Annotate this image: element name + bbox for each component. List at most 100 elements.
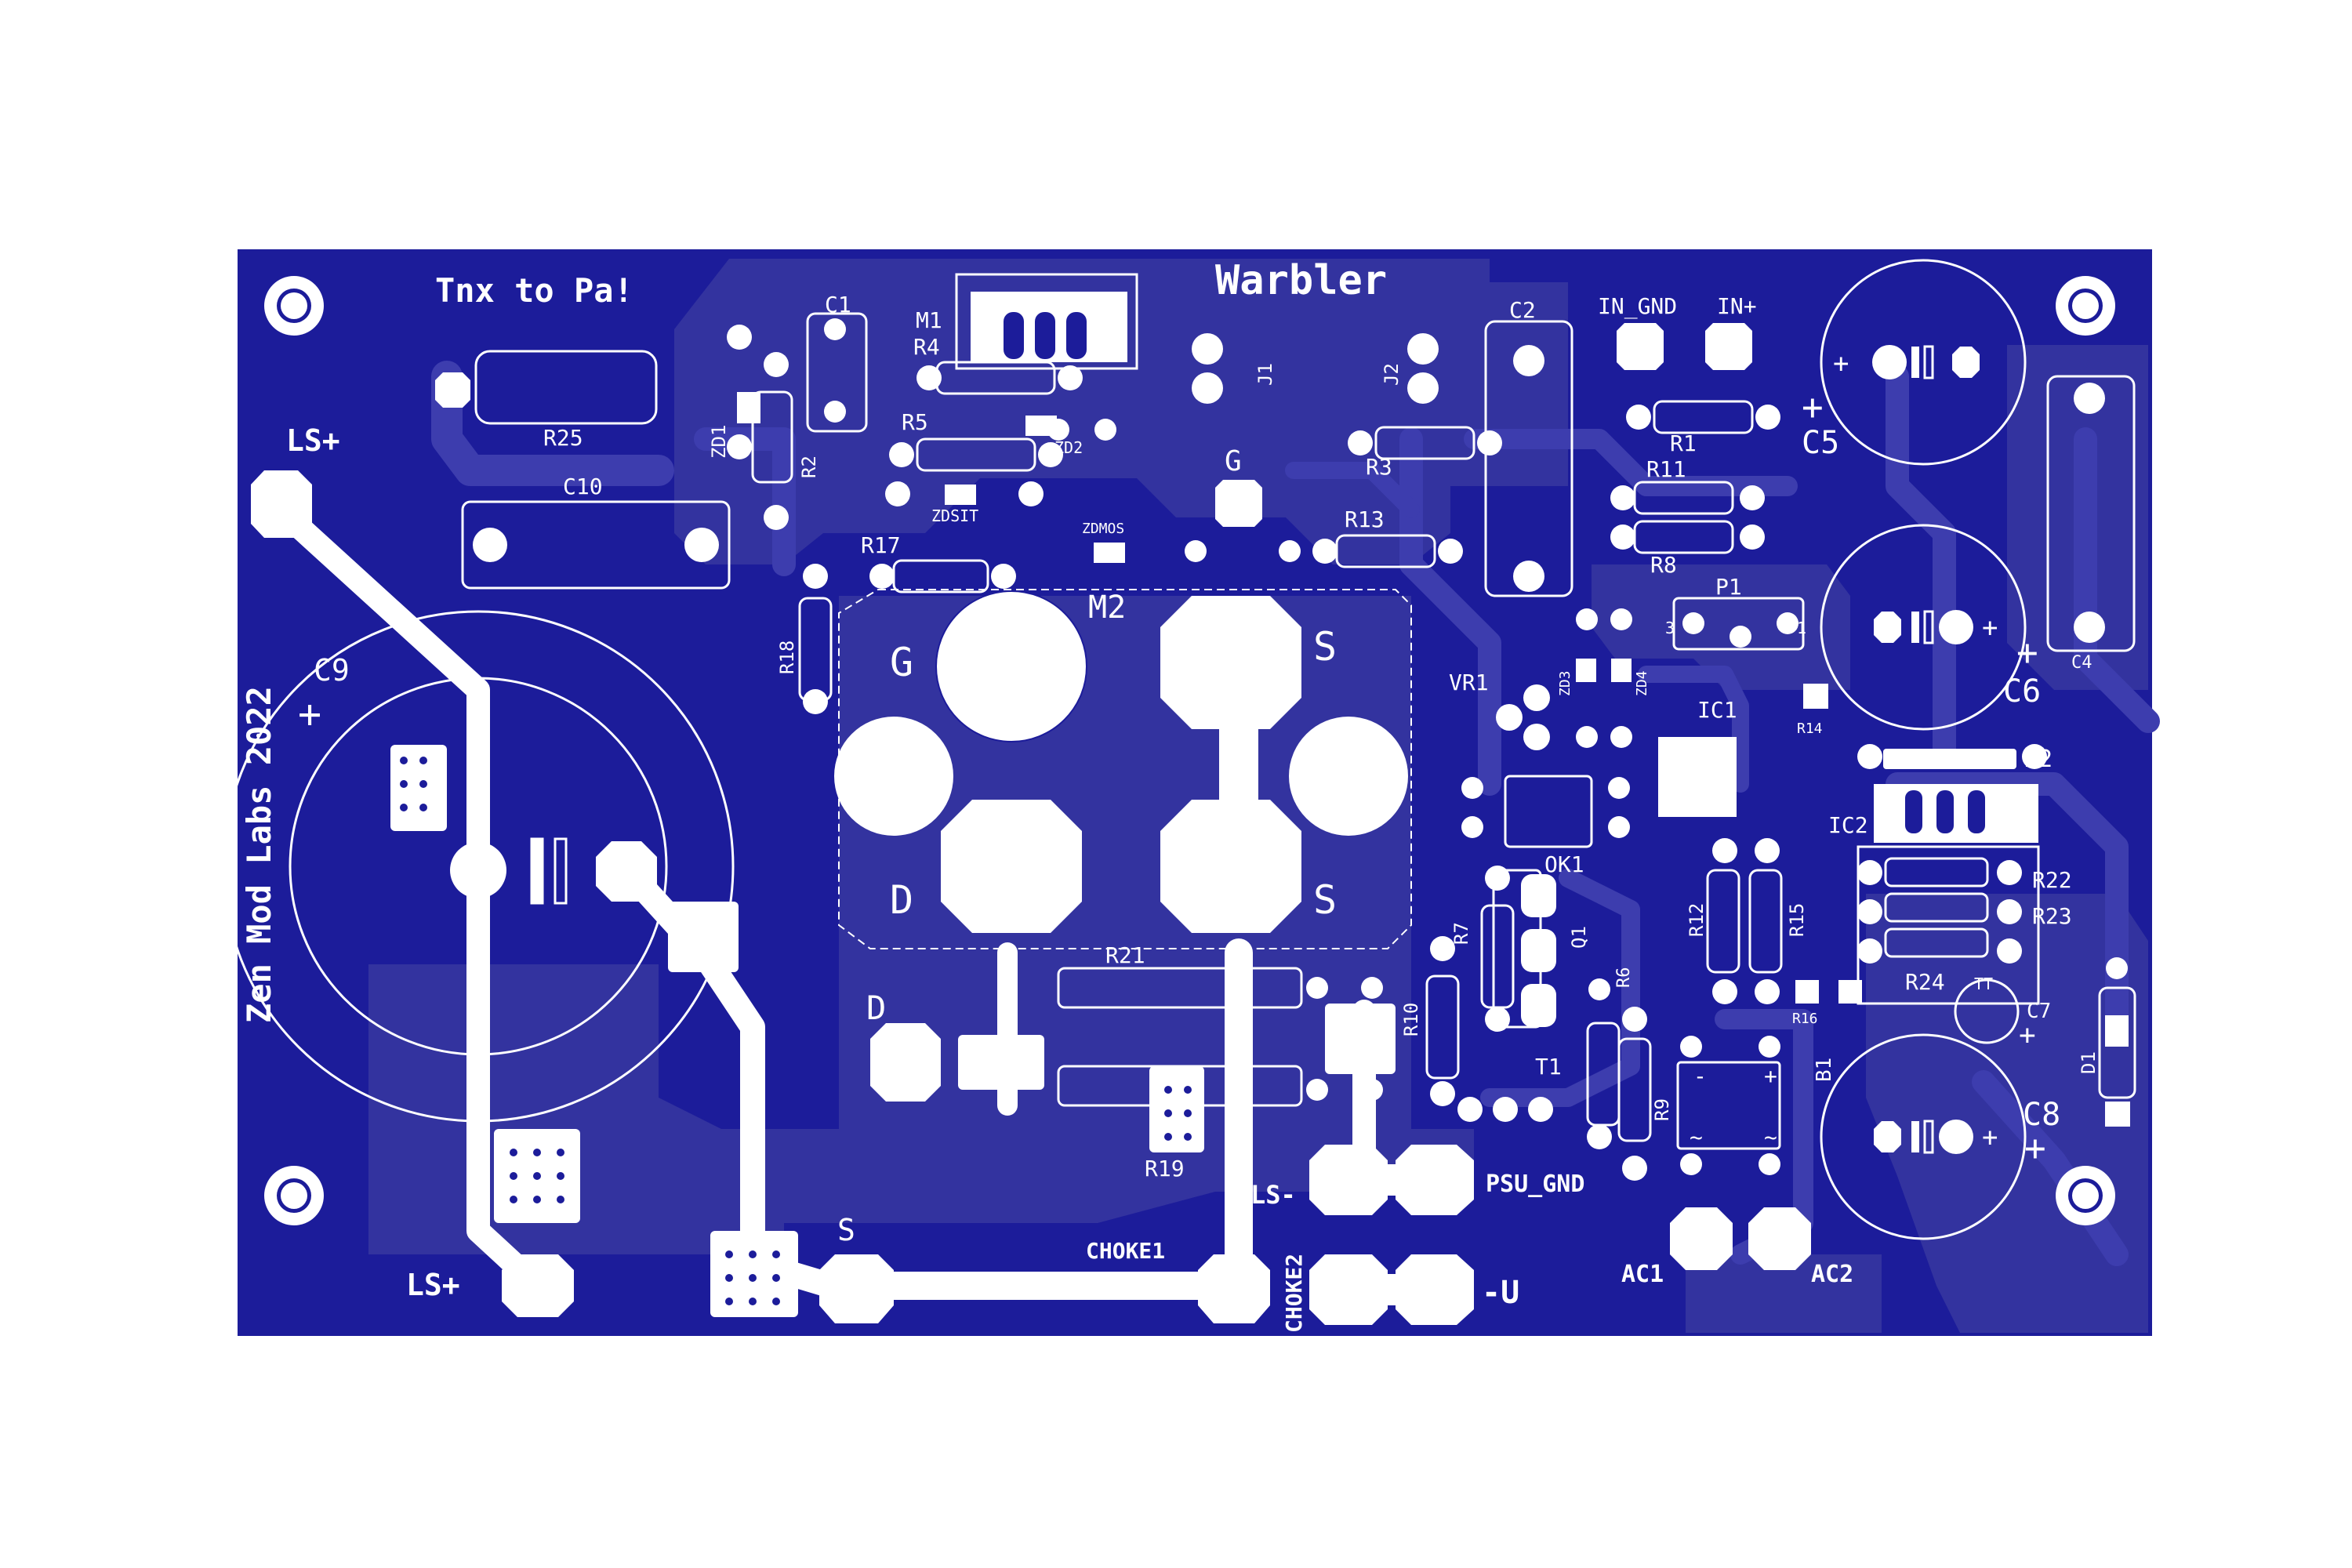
ref-c8-inner-plus: + bbox=[1982, 1122, 1998, 1153]
ref-r13: R13 bbox=[1345, 506, 1385, 532]
ref-r10: R10 bbox=[1400, 1003, 1422, 1036]
pad-in-gnd bbox=[1617, 323, 1664, 370]
pad-g bbox=[1215, 480, 1262, 527]
ref-b1: B1 bbox=[1813, 1058, 1836, 1082]
pad-ac2 bbox=[1748, 1207, 1811, 1270]
label-in-gnd: IN_GND bbox=[1598, 293, 1677, 320]
ref-t1: T1 bbox=[1535, 1054, 1562, 1080]
label-in-plus: IN+ bbox=[1717, 293, 1757, 319]
ref-c9-plus: + bbox=[298, 691, 321, 737]
ref-m2-d: D bbox=[890, 877, 913, 923]
ref-c2: C2 bbox=[1509, 297, 1536, 323]
label-ls-plus-bottom: LS+ bbox=[406, 1268, 460, 1302]
b1-minus: - bbox=[1693, 1063, 1707, 1089]
ref-ok1: OK1 bbox=[1544, 851, 1584, 877]
ref-r18: R18 bbox=[776, 641, 798, 674]
pad-ls-plus-bottom bbox=[502, 1254, 574, 1317]
thanks-text: Tnx to Pa! bbox=[435, 271, 633, 310]
ref-r14: R14 bbox=[1797, 720, 1823, 737]
ref-m2-g: G bbox=[890, 640, 913, 685]
ref-p1-pin3: 3 bbox=[1665, 619, 1675, 637]
small-pads bbox=[435, 318, 2130, 1181]
ref-r23: R23 bbox=[2032, 903, 2072, 929]
pad-d-small bbox=[870, 1023, 941, 1102]
ref-c6: C6 bbox=[2003, 673, 2041, 710]
ref-c6-plus: + bbox=[2016, 631, 2038, 673]
capacitors-electrolytic bbox=[1820, 259, 2027, 1240]
label-minus-u: -U bbox=[1482, 1275, 1519, 1311]
label-choke2: CHOKE2 bbox=[1281, 1254, 1307, 1333]
board-title: Warbler bbox=[1215, 257, 1387, 304]
label-ac1: AC1 bbox=[1621, 1261, 1664, 1288]
label-ls-minus: LS- bbox=[1250, 1180, 1296, 1210]
ref-c7-plus: + bbox=[2019, 1019, 2036, 1051]
ref-m2: M2 bbox=[1088, 590, 1126, 626]
ref-zd3: ZD3 bbox=[1557, 670, 1573, 696]
transistor-m1 bbox=[955, 273, 1138, 370]
pad-ls-minus-a bbox=[1309, 1145, 1388, 1215]
pad-choke1 bbox=[1198, 1254, 1270, 1323]
ref-r5: R5 bbox=[902, 409, 928, 435]
pad-choke2-b bbox=[1396, 1254, 1474, 1325]
ref-p1: P1 bbox=[1715, 574, 1742, 600]
ref-ic2: IC2 bbox=[1828, 812, 1868, 838]
b1-tilde-left: ~ bbox=[1690, 1124, 1703, 1150]
large-pads bbox=[251, 323, 1811, 1325]
ref-r15: R15 bbox=[1786, 903, 1808, 937]
ref-c1: C1 bbox=[825, 292, 851, 318]
ref-vr1: VR1 bbox=[1449, 670, 1489, 695]
ref-r16: R16 bbox=[1792, 1011, 1818, 1027]
diode-symbols bbox=[737, 392, 2129, 1047]
pad-ls-plus-top bbox=[251, 470, 312, 538]
ref-c6-inner-plus: + bbox=[1982, 612, 1998, 644]
ref-r22: R22 bbox=[2032, 867, 2072, 893]
ref-r19: R19 bbox=[1145, 1156, 1185, 1181]
label-d-pad: D bbox=[866, 989, 886, 1027]
ref-c7: C7 bbox=[2027, 1000, 2051, 1023]
mounting-holes bbox=[264, 276, 2115, 1225]
ref-r1: R1 bbox=[1670, 430, 1697, 456]
ref-c5: C5 bbox=[1802, 425, 1839, 461]
ref-c5-plus: + bbox=[1802, 386, 1824, 428]
maker-text: Zen Mod Labs 2022 bbox=[240, 686, 278, 1023]
ref-c10: C10 bbox=[563, 474, 603, 499]
ref-zdsit: ZDSIT bbox=[931, 506, 978, 525]
ref-m2-s2: S bbox=[1313, 877, 1337, 923]
ref-r9: R9 bbox=[1651, 1098, 1673, 1121]
ref-r4: R4 bbox=[913, 334, 940, 360]
ref-r24: R24 bbox=[1905, 969, 1945, 995]
pad-ac1 bbox=[1670, 1207, 1733, 1270]
pad-choke2-a bbox=[1309, 1254, 1388, 1325]
ref-zd1: ZD1 bbox=[708, 425, 730, 459]
ref-c8: C8 bbox=[2023, 1097, 2060, 1133]
ref-r8: R8 bbox=[1650, 552, 1677, 578]
ref-m2-s1: S bbox=[1313, 624, 1337, 670]
via-dots bbox=[400, 757, 1192, 1305]
ref-c4: C4 bbox=[2071, 653, 2092, 673]
label-s-bottom: S bbox=[837, 1213, 855, 1247]
pad-s-bottom bbox=[819, 1254, 894, 1323]
pad-ls-minus-b bbox=[1396, 1145, 1474, 1215]
ref-r6: R6 bbox=[1614, 967, 1634, 989]
ref-zd2: ZD2 bbox=[1054, 438, 1083, 457]
capacitor-pads bbox=[1872, 345, 1980, 1154]
capacitor-c9 bbox=[222, 610, 735, 1123]
ref-d1: D1 bbox=[2078, 1051, 2100, 1074]
label-ac2: AC2 bbox=[1811, 1261, 1853, 1288]
ref-ic1: IC1 bbox=[1697, 697, 1737, 723]
ref-r25: R25 bbox=[543, 425, 583, 451]
regulator-ic2 bbox=[1874, 784, 2038, 843]
ref-r7: R7 bbox=[1450, 922, 1472, 945]
ref-r2: R2 bbox=[798, 456, 820, 478]
ref-tt: TT bbox=[1974, 975, 1993, 993]
b1-tilde-right: ~ bbox=[1764, 1124, 1777, 1150]
ref-zd4: ZD4 bbox=[1634, 670, 1650, 696]
ref-r21: R21 bbox=[1105, 942, 1145, 968]
label-ls-plus-top: LS+ bbox=[286, 423, 340, 458]
b1-plus: + bbox=[1764, 1063, 1777, 1089]
mosfet-m2 bbox=[834, 589, 1412, 949]
label-g-pad: G bbox=[1225, 445, 1242, 477]
ref-r17: R17 bbox=[861, 532, 901, 558]
ref-r3: R3 bbox=[1366, 454, 1392, 480]
